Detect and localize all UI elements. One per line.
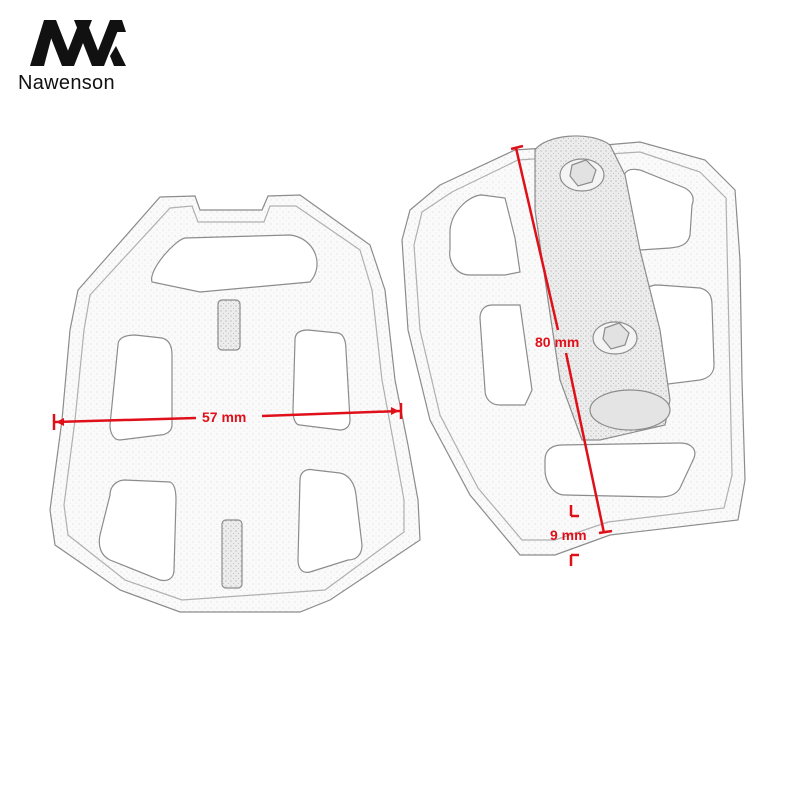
dimension-lines xyxy=(52,144,613,566)
nawenson-logo-icon xyxy=(30,20,126,66)
length-dimension-label: 80 mm xyxy=(535,334,580,350)
width-dimension-label: 57 mm xyxy=(202,409,247,425)
right-foot-peg xyxy=(401,135,746,556)
brand-name: Nawenson xyxy=(18,72,115,94)
left-foot-peg xyxy=(49,194,421,613)
width-dim-line-left xyxy=(54,416,197,424)
bolt-bottom xyxy=(592,321,638,355)
bolt-top xyxy=(559,158,605,192)
thickness-dimension-label: 9 mm xyxy=(550,527,587,543)
width-dim-line-right xyxy=(261,409,401,418)
brand-logo: Nawenson xyxy=(8,12,128,94)
